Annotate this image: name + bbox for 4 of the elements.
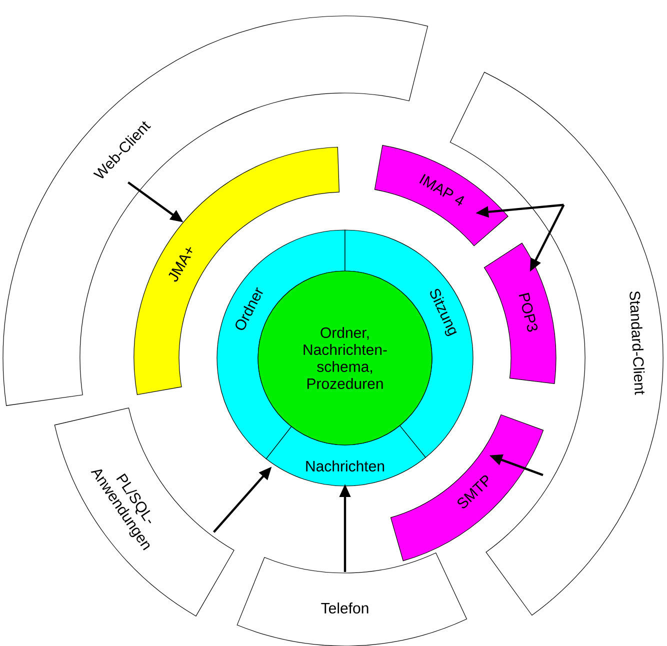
- arc-segment: POP3: [484, 242, 556, 384]
- arc-segment: Telefon: [236, 552, 468, 646]
- ring-segment: Nachrichten: [266, 425, 426, 486]
- arc-segment: IMAP 4: [374, 144, 508, 246]
